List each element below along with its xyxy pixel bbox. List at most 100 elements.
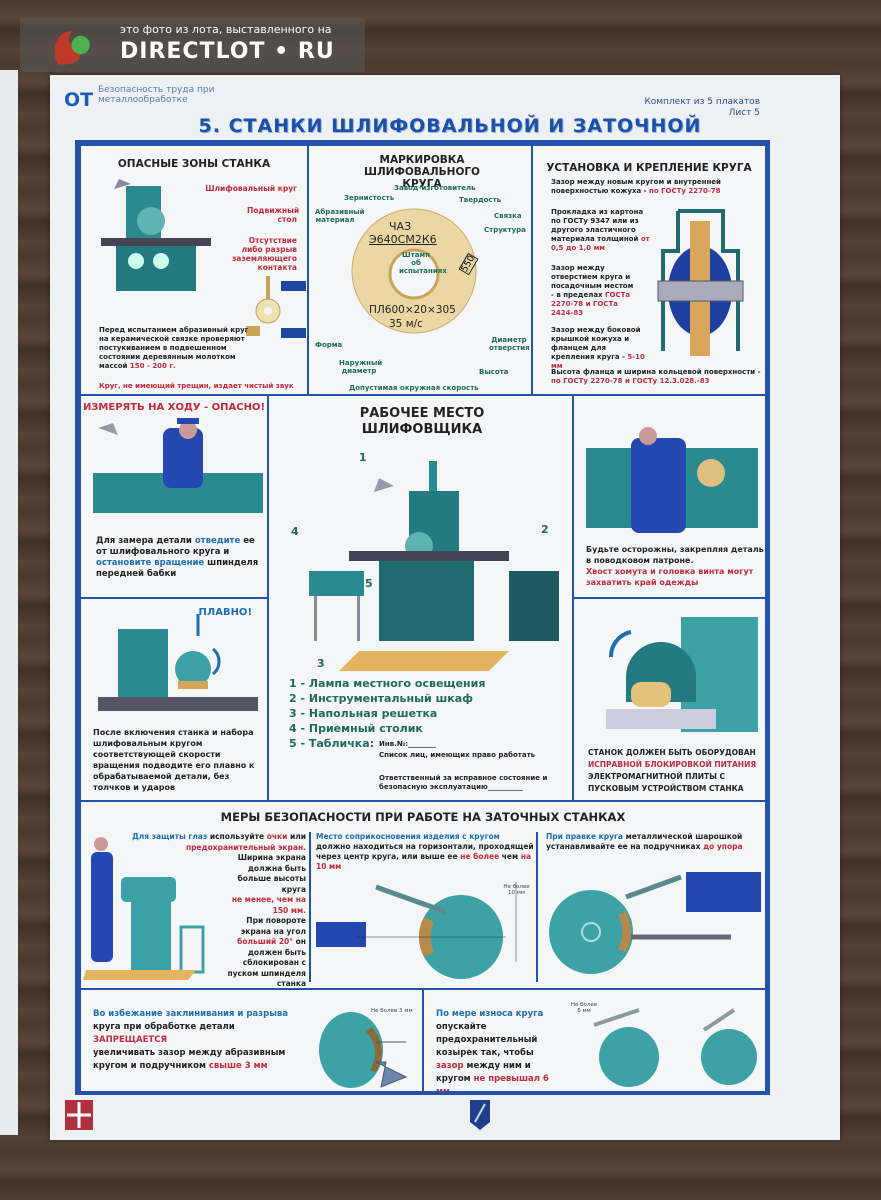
legend-item: 3 - Напольная решетка [289, 707, 438, 720]
eyes-a: Для защиты глаз [132, 832, 208, 841]
sheet-label: Лист 5 [728, 108, 760, 118]
label-speed: Допустимая окружная скорость [349, 384, 479, 392]
eyes-c: очки [266, 832, 288, 841]
wear-c: зазор [436, 1061, 464, 1071]
legend-item: 1 - Лампа местного освещения [289, 677, 486, 690]
eye-protection-text: Для защиты глаз используйте очки или пре… [121, 832, 306, 988]
label-structure: Структура [484, 226, 526, 234]
measure-e: шпинделя передней бабки [96, 558, 259, 579]
panel-measure-warning: ИЗМЕРЯТЬ НА ХОДУ - ОПАСНО! Для замера де… [79, 394, 269, 599]
gap-c: ЗАПРЕЩАЕТСЯ [93, 1035, 168, 1045]
mount-t4: Зазор между боковой крышкой кожуха и фла… [551, 326, 641, 361]
mount-t1: Зазор между новым кругом и внутренней по… [551, 178, 721, 195]
guard-wear-illustration [593, 1008, 757, 1087]
tap-test-text: Перед испытанием абразивный круг на кера… [99, 326, 249, 371]
wear-d: между ним и кругом [436, 1061, 531, 1084]
eyes-e: предохранительный экран. [185, 842, 306, 852]
gap-d: увеличивать зазор между абразивным круго… [93, 1048, 286, 1071]
eyes-g: не менее, чем на 150 мм. [231, 895, 306, 915]
contact-point-text: Место соприкосновения изделия с кругом д… [316, 832, 536, 872]
workplace-legend: 1 - Лампа местного освещения 2 - Инструм… [289, 676, 485, 751]
magnetic-plate-grinder-illustration [606, 617, 758, 732]
smooth-text: После включения станка и набора шлифовал… [93, 728, 255, 792]
mount-t4-ref: 5-10 мм [551, 353, 645, 370]
panel-danger-zones: ОПАСНЫЕ ЗОНЫ СТАНКА Шлифовальный круг По… [79, 144, 309, 396]
workplace-illustration [309, 461, 559, 671]
measure-a: Для замера детали [96, 536, 192, 546]
responsible-person: Ответственный за исправное состояние и б… [379, 774, 548, 791]
worker-measuring-illustration [93, 418, 263, 513]
label-stamp: Штамп об испытаниях [399, 251, 447, 275]
dressing-c: до упора [703, 842, 743, 851]
panel-wheel-marking: МАРКИРОВКА ШЛИФОВАЛЬНОГО КРУГА ЧАЗ Э640С… [307, 144, 533, 396]
surface-grinder-illustration [101, 179, 211, 291]
legend-item: 2 - Инструментальный шкаф [289, 692, 474, 705]
safety-poster: ОТ Безопасность труда при металлообработ… [50, 75, 840, 1140]
panel-title: ПЛАВНО! [198, 607, 252, 618]
ot-logo: ОТ [64, 89, 94, 111]
callout-5: 5 [365, 577, 373, 590]
dressing-a: При правке круга [546, 832, 623, 841]
callout-3: 3 [317, 657, 325, 670]
contact-d: чем [501, 852, 519, 861]
legend-item: 5 - Табличка: [289, 737, 375, 750]
callout-2: 2 [541, 523, 549, 536]
panel-title: ОПАСНЫЕ ЗОНЫ СТАНКА [117, 158, 271, 170]
contact-point-illustration [316, 882, 517, 979]
panel-title: МАРКИРОВКА ШЛИФОВАЛЬНОГО КРУГА [363, 154, 480, 190]
label-wheel: Шлифовальный круг [205, 184, 297, 193]
chuck-warning: Хвост хомута и головка винта могут захва… [586, 567, 754, 587]
mount-t2-ref: от 0,5 до 1,0 мм [551, 235, 650, 252]
gap-b: круга при обработке детали [93, 1022, 235, 1032]
mount-text-3: Зазор между отверстием круга и посадочны… [551, 264, 636, 318]
mount-t3: Зазор между отверстием круга и посадочны… [551, 264, 634, 299]
guard-wear-text: По мере износа круга опускайте предохран… [436, 1008, 556, 1093]
panel-title: РАБОЧЕЕ МЕСТО ШЛИФОВЩИКА [359, 406, 485, 437]
squirrel-logo-icon [54, 31, 90, 65]
mount-text-1: Зазор между новым кругом и внутренней по… [551, 178, 761, 196]
measure-b: отведите [194, 536, 241, 546]
wear-e: не превышал 6 мм [436, 1074, 549, 1093]
mount-text-2: Прокладка из картона по ГОСТу 9347 или и… [551, 208, 651, 253]
mount-text-5: Высота фланца и ширина кольцевой поверхн… [551, 368, 765, 386]
measure-c: ее от шлифовального круга и [96, 536, 255, 557]
mount-t3-ref: ГОСТа 2270-78 и ГОСТа 2424-83 [551, 291, 631, 317]
eyes-d: или [289, 832, 306, 841]
label-hardness: Твердость [459, 196, 502, 204]
callout-4: 4 [291, 525, 299, 538]
panel-chuck-warning: Будьте осторожны, закрепляя деталь в пов… [572, 394, 767, 599]
clean-sound-note: Круг, не имеющий трещин, издает чистый з… [99, 382, 294, 390]
marking-spec-code: Э640СМ2К6 [369, 233, 437, 246]
poster-frame: ОПАСНЫЕ ЗОНЫ СТАНКА Шлифовальный круг По… [75, 140, 770, 1095]
label-height: Высота [479, 368, 509, 376]
eyes-i: больший 20° [237, 937, 294, 946]
label-maker: Завод-изготовитель [394, 184, 476, 192]
label-table: Подвижный стол [247, 206, 300, 224]
mount-text-4: Зазор между боковой крышкой кожуха и фла… [551, 326, 651, 371]
eyes-j: он должен быть сблокирован с пуском шпин… [227, 937, 306, 988]
label-abrasive: Абразивный материал [315, 208, 365, 224]
series-title: Безопасность труда при металлообработке [98, 85, 215, 105]
dimension-10mm: Не более 10 мм [503, 884, 530, 896]
watermark-brand: DIRECTLOT • RU [120, 39, 335, 64]
dimension-3mm: Не более 3 мм [371, 1008, 413, 1014]
worker-bench-grinder-illustration [83, 837, 205, 980]
dimension-6mm: Не более 6 мм [570, 1002, 598, 1014]
dressing-text: При правке круга металлической шарошкой … [546, 832, 756, 852]
panel-title: УСТАНОВКА И КРЕПЛЕНИЕ КРУГА [546, 162, 752, 174]
contact-e: на 10 мм [316, 852, 532, 871]
adjacent-poster-edge [0, 70, 18, 1135]
contact-a: Место соприкосновения изделия с кругом [316, 832, 500, 841]
hammer-mass: 150 - 200 г. [129, 362, 176, 370]
panel-wheel-mounting: УСТАНОВКА И КРЕПЛЕНИЕ КРУГА Зазор между … [531, 144, 767, 396]
contact-b: должно находиться на горизонтали, проход… [316, 842, 534, 861]
measure-text: Для замера детали отведите ее от шлифова… [96, 536, 266, 580]
eyes-h: При повороте экрана на угол [240, 916, 306, 936]
marking-dimensions: ПЛ600×20×305 [369, 304, 456, 316]
grinding-wheel-illustration [351, 208, 477, 334]
label-form: Форма [315, 341, 343, 349]
marking-maker-code: ЧАЗ [389, 220, 412, 233]
